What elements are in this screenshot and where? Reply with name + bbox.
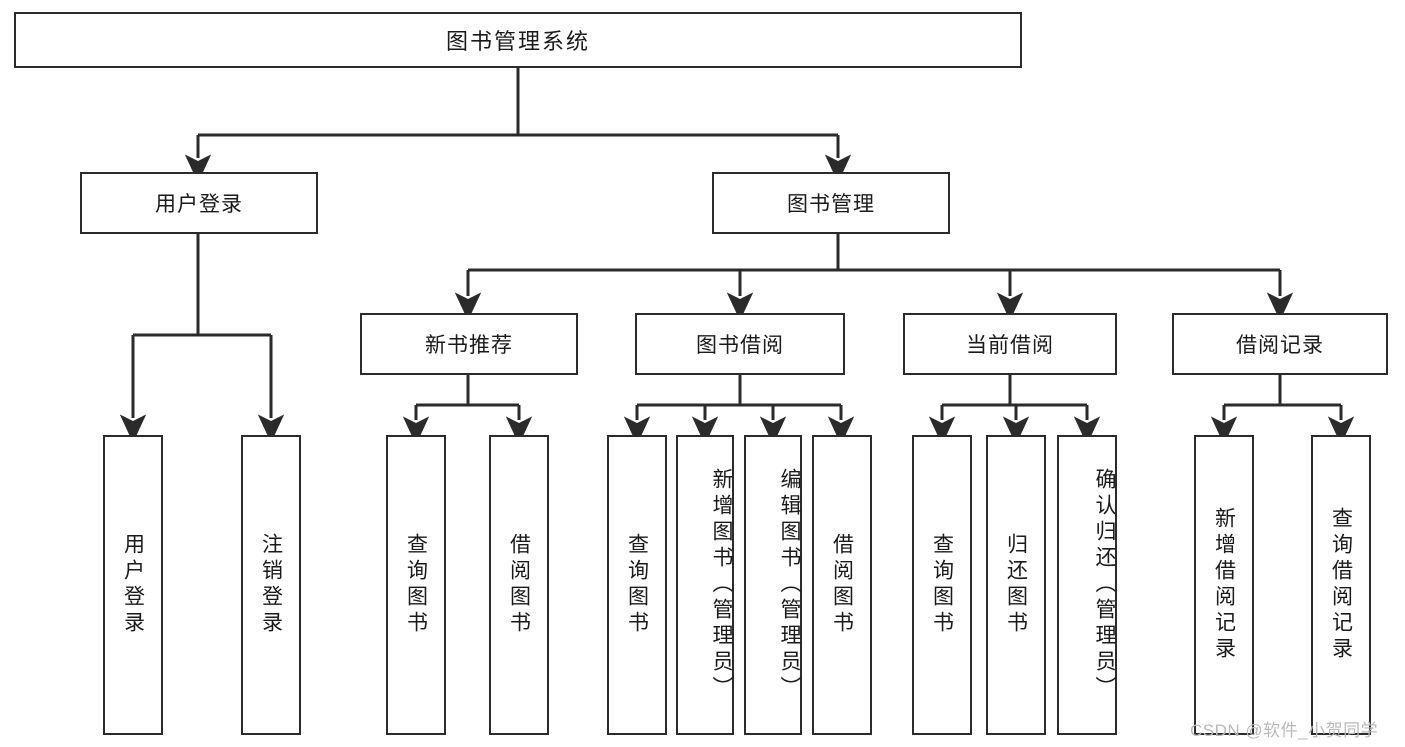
node-root-system[interactable]: 图书管理系统 xyxy=(14,12,1022,68)
node-label: 注销登录 xyxy=(259,533,283,637)
leaf-borrow-query-book[interactable]: 查询图书 xyxy=(607,435,667,735)
leaf-current-return-book[interactable]: 归还图书 xyxy=(986,435,1046,735)
leaf-user-login-login[interactable]: 用户登录 xyxy=(103,435,163,735)
leaf-borrow-add-book[interactable]: 新增图书（管理员） xyxy=(676,435,734,735)
node-label: 查询图书 xyxy=(625,533,649,637)
node-label: 图书管理 xyxy=(787,193,875,216)
node-label: 确认归还（管理员） xyxy=(1093,468,1116,702)
node-label: 编辑图书（管理员） xyxy=(778,468,801,702)
node-label: 用户登录 xyxy=(155,193,243,216)
node-label: 借阅图书 xyxy=(507,533,531,637)
node-label: 归还图书 xyxy=(1004,533,1028,637)
node-book-borrow[interactable]: 图书借阅 xyxy=(635,313,845,375)
node-label: 用户登录 xyxy=(121,533,145,637)
node-label: 图书管理系统 xyxy=(445,29,590,54)
node-label: 新增图书（管理员） xyxy=(710,468,733,702)
node-label: 借阅记录 xyxy=(1236,334,1324,357)
node-label: 查询图书 xyxy=(930,533,954,637)
watermark-text: CSDN @软件_小贺同学 xyxy=(1190,721,1379,740)
leaf-current-confirm-return[interactable]: 确认归还（管理员） xyxy=(1057,435,1117,735)
node-label: 借阅图书 xyxy=(830,533,854,637)
leaf-new-book-query[interactable]: 查询图书 xyxy=(386,435,446,735)
node-borrow-record[interactable]: 借阅记录 xyxy=(1172,313,1388,375)
node-new-book-recommend[interactable]: 新书推荐 xyxy=(360,313,578,375)
leaf-borrow-edit-book[interactable]: 编辑图书（管理员） xyxy=(744,435,802,735)
node-label: 查询借阅记录 xyxy=(1329,507,1353,663)
node-label: 图书借阅 xyxy=(696,334,784,357)
leaf-current-query-book[interactable]: 查询图书 xyxy=(912,435,972,735)
leaf-borrow-borrow-book[interactable]: 借阅图书 xyxy=(812,435,872,735)
node-label: 查询图书 xyxy=(404,533,428,637)
leaf-new-book-borrow[interactable]: 借阅图书 xyxy=(489,435,549,735)
node-book-management[interactable]: 图书管理 xyxy=(712,172,950,234)
leaf-user-login-logout[interactable]: 注销登录 xyxy=(241,435,301,735)
node-label: 新书推荐 xyxy=(425,334,513,357)
node-label: 新增借阅记录 xyxy=(1212,507,1236,663)
node-user-login[interactable]: 用户登录 xyxy=(80,172,318,234)
leaf-record-query[interactable]: 查询借阅记录 xyxy=(1311,435,1371,735)
node-current-borrow[interactable]: 当前借阅 xyxy=(903,313,1117,375)
leaf-record-add[interactable]: 新增借阅记录 xyxy=(1194,435,1254,735)
node-label: 当前借阅 xyxy=(966,334,1054,357)
